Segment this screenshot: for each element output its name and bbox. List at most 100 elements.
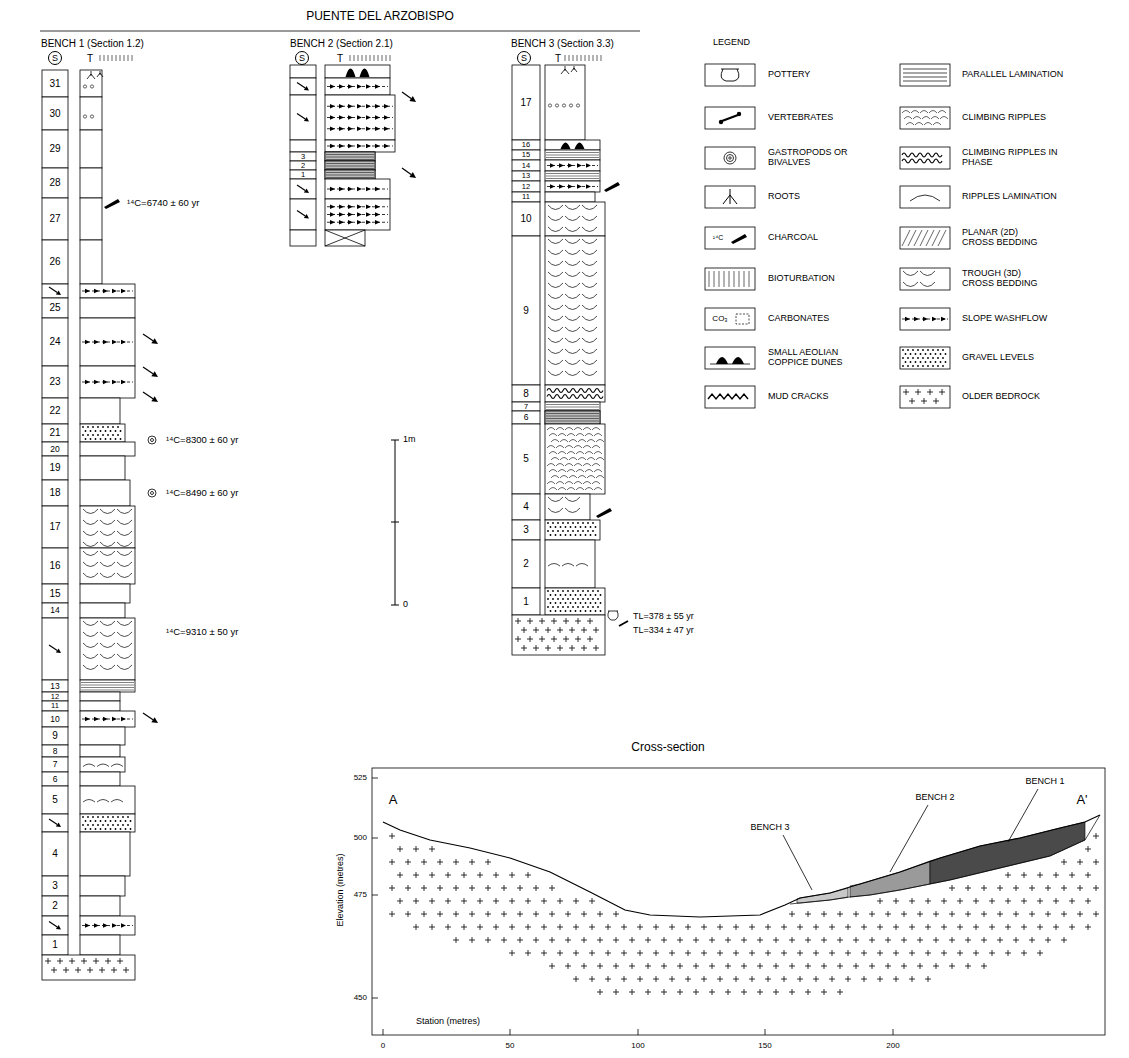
gravel-dot [97,426,99,428]
washflow-arrow [143,367,153,374]
trough-cross-bedding [117,665,132,670]
bedrock-cross [917,911,923,917]
gravel-dot [590,526,592,528]
gravel-dot [555,610,557,612]
bedrock-cross [525,924,531,930]
lithology-cell [545,140,600,150]
bedrock-cross [51,967,57,973]
climbing-ripples [551,458,559,461]
bedrock-cross [1005,898,1011,904]
unit-number-cell [512,160,540,171]
bedrock-cross [1069,898,1075,904]
washflow-arrow [402,168,411,175]
gravel-dot [555,602,557,604]
trough-cross-bedding [117,551,132,556]
bedrock-cross [389,885,395,891]
legend-sample [900,107,950,129]
bedrock-cross [605,924,611,930]
bedrock-cross [821,989,827,995]
trough-cross-bedding [582,338,597,343]
unit-number: 11 [521,193,531,201]
gravel-dot [112,816,114,818]
bedrock-cross [549,937,555,943]
trough-cross-bedding [565,371,580,376]
slope-washflow [112,380,117,384]
unit-number: 10 [519,214,532,224]
slope-washflow [339,127,344,131]
bedrock-cross [773,963,779,969]
bedrock-cross [565,911,571,917]
washflow-arrow [56,648,61,653]
washflow-arrow [151,338,158,344]
legend-text: VERTEBRATES [768,113,833,123]
trough-cross-bedding [582,239,597,244]
gravel-dot [925,353,927,355]
ground-profile [383,815,1100,917]
legend-text: MUD CRACKS [768,392,829,402]
gravel-dot [567,590,569,592]
gravel-dot [927,357,929,359]
unit-number: 9 [51,731,59,741]
date-label: ¹⁴C=9310 ± 50 yr [165,627,239,637]
climbing-ripples [596,476,604,479]
trough-cross-bedding [117,509,132,514]
lithology-cell [80,284,135,298]
gravel-dot [572,530,574,532]
slope-washflow [348,220,353,224]
axis-tick-label: 475 [353,891,368,900]
bedrock-cross [933,911,939,917]
slope-washflow [577,163,582,167]
lithology-cell [80,366,135,398]
gravel-dot [600,602,602,604]
parallel-lamination [326,175,374,176]
washflow-arrow [151,371,158,377]
planar-cross-bedding [908,230,916,246]
aeolian-dune [716,357,744,364]
gravel-dot [552,522,554,524]
gravel-dot [570,526,572,528]
scale-bar [391,440,399,441]
bedrock-cross [429,898,435,904]
bedrock-cross [1069,872,1075,878]
trough-cross-bedding [548,371,563,376]
gravel-dot [560,610,562,612]
bedrock-cross [757,989,763,995]
axis-tick-label: 100 [630,1042,645,1051]
climbing-ripples [556,446,564,449]
bedrock-cross [789,963,795,969]
bedrock-cross [725,963,731,969]
gastropod-symbol [148,489,156,497]
lithology-cell [80,318,135,366]
parallel-lamination [326,159,374,160]
slope-washflow [357,104,362,108]
unit-number-cell [42,711,68,727]
lithology-cell [545,236,605,385]
bedrock-cross [551,618,557,624]
bedrock-cross [805,937,811,943]
slope-washflow [112,923,117,927]
fossil-symbol [83,115,86,118]
gravel-dot [107,434,109,436]
scale-label: 1m [402,435,417,445]
shaded-unit [325,170,375,179]
gravel-dot [937,365,939,367]
slope-washflow [559,184,564,188]
unit-number: 12 [521,183,531,191]
grain-size-scale [108,55,109,61]
slope-washflow [121,717,126,721]
lithology-cell [545,494,590,520]
gravel-dot [580,610,582,612]
bedrock-cross [845,924,851,930]
gastropod-symbol [151,492,154,495]
bedrock-cross [717,924,723,930]
gravel-dot [922,349,924,351]
slope-washflow [357,84,362,88]
bedrock-cross [557,627,563,633]
gravel-dot [570,594,572,596]
bedrock-cross [805,911,811,917]
washflow-arrow [56,822,61,827]
bedrock-cross [813,976,819,982]
unit-number-cell [512,192,540,202]
gravel-dot [105,820,107,822]
slope-washflow [586,184,591,188]
